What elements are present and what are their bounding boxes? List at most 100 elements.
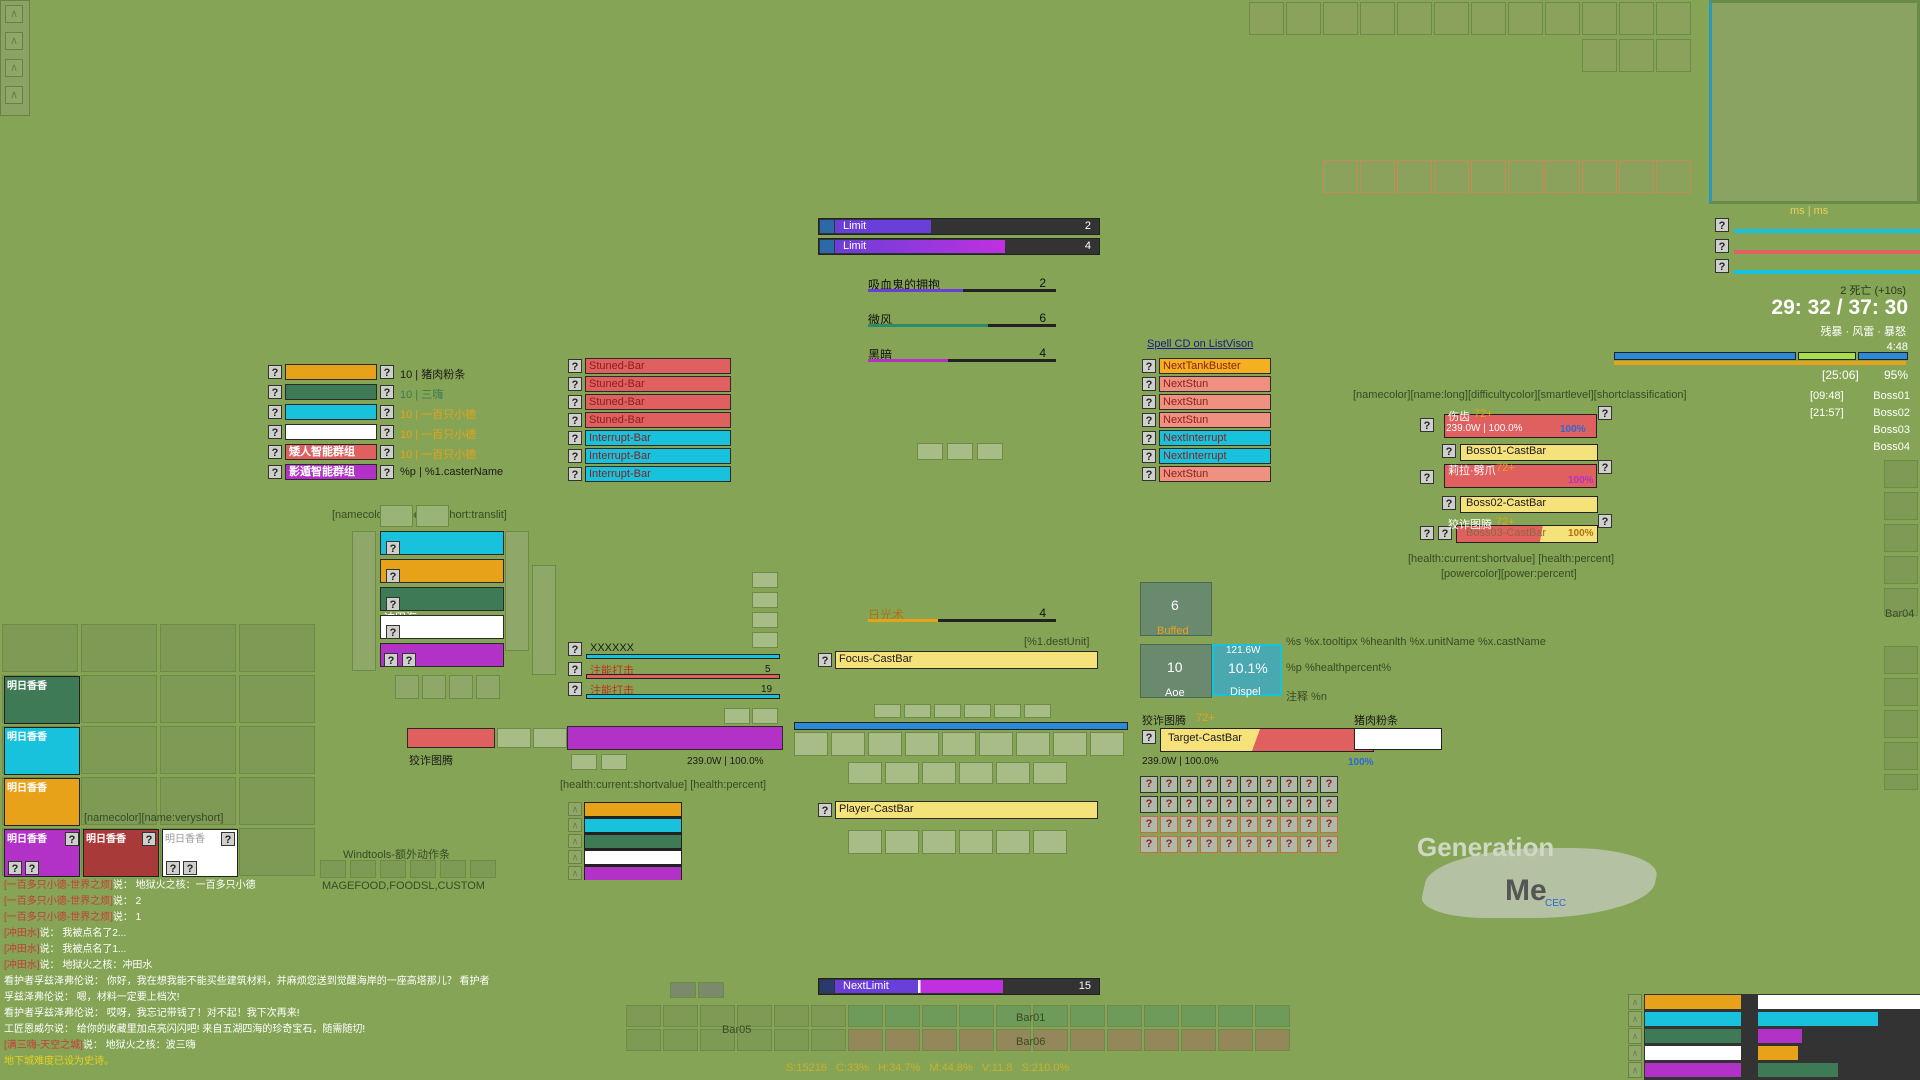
aura-slot[interactable]: ?: [1220, 796, 1238, 813]
action-slot[interactable]: [922, 762, 956, 784]
action-slot[interactable]: [663, 1029, 698, 1051]
q-icon[interactable]: ?: [1442, 496, 1456, 510]
aura-slot[interactable]: ?: [1200, 796, 1218, 813]
aura-slot[interactable]: ?: [1180, 776, 1198, 793]
aura-slot[interactable]: ?: [1280, 836, 1298, 853]
q-icon[interactable]: ?: [183, 861, 197, 875]
action-slot[interactable]: [700, 1029, 735, 1051]
action-slot[interactable]: [934, 704, 961, 718]
q-icon[interactable]: ?: [386, 625, 400, 639]
action-slot[interactable]: [626, 1005, 661, 1027]
aura-slot[interactable]: ?: [1260, 776, 1278, 793]
action-slot[interactable]: [774, 1005, 809, 1027]
action-slot[interactable]: [959, 1029, 994, 1051]
q-icon[interactable]: ?: [1438, 526, 1452, 540]
aura-slot[interactable]: ?: [1260, 836, 1278, 853]
debuff-slot[interactable]: [1508, 160, 1543, 193]
action-slot[interactable]: [885, 1029, 920, 1051]
raid-frame-5[interactable]: 明日香香 ?: [83, 829, 159, 877]
q-icon[interactable]: ?: [1598, 406, 1612, 420]
aura-slot[interactable]: ?: [1160, 816, 1178, 833]
q-icon[interactable]: ?: [268, 465, 282, 479]
action-slot[interactable]: [1024, 704, 1051, 718]
action-slot[interactable]: [964, 704, 991, 718]
menu-btn-1[interactable]: ∧: [5, 5, 23, 23]
action-slot[interactable]: [1033, 762, 1067, 784]
debuff-slot[interactable]: [1397, 160, 1432, 193]
q-icon[interactable]: ?: [268, 445, 282, 459]
aura-slot[interactable]: ?: [1200, 816, 1218, 833]
q-icon[interactable]: ?: [1142, 449, 1156, 463]
q-icon[interactable]: ?: [402, 653, 416, 667]
action-slot[interactable]: [1255, 1005, 1290, 1027]
buff-slot[interactable]: [1545, 2, 1580, 35]
q-icon[interactable]: ?: [568, 395, 582, 409]
q-icon[interactable]: ?: [268, 425, 282, 439]
raid-frame-2[interactable]: 明日香香: [4, 727, 80, 775]
aura-slot[interactable]: ?: [1140, 836, 1158, 853]
chat-channel[interactable]: [冲田水]: [4, 960, 40, 971]
action-slot[interactable]: [885, 762, 919, 784]
q-icon[interactable]: ?: [380, 445, 394, 459]
chat-channel[interactable]: [一百多只小德-世界之烦]: [4, 896, 113, 907]
buff-slot[interactable]: [1619, 39, 1654, 72]
action-slot[interactable]: [1107, 1005, 1142, 1027]
q-icon[interactable]: ?: [1715, 239, 1729, 253]
q-icon[interactable]: ?: [386, 569, 400, 583]
action-slot[interactable]: [922, 1005, 957, 1027]
action-slot[interactable]: [996, 830, 1030, 854]
action-slot[interactable]: [1144, 1029, 1179, 1051]
buff-slot[interactable]: [1582, 39, 1617, 72]
buff-slot[interactable]: [1656, 2, 1691, 35]
action-slot[interactable]: [848, 1029, 883, 1051]
q-icon[interactable]: ?: [384, 653, 398, 667]
action-slot[interactable]: [959, 762, 993, 784]
q-icon[interactable]: ?: [1420, 470, 1434, 484]
action-slot[interactable]: [996, 1029, 1031, 1051]
menu-btn-2[interactable]: ∧: [5, 32, 23, 50]
q-icon[interactable]: ?: [386, 597, 400, 611]
q-icon[interactable]: ?: [1715, 218, 1729, 232]
q-icon[interactable]: ?: [221, 832, 235, 846]
action-slot[interactable]: [942, 732, 976, 756]
action-slot[interactable]: [1107, 1029, 1142, 1051]
aura-slot[interactable]: ?: [1160, 776, 1178, 793]
action-slot[interactable]: [905, 732, 939, 756]
debuff-slot[interactable]: [1656, 160, 1691, 193]
debuff-slot[interactable]: [1545, 160, 1580, 193]
q-icon[interactable]: ?: [1598, 514, 1612, 528]
action-slot[interactable]: [1218, 1005, 1253, 1027]
debuff-slot[interactable]: [1582, 160, 1617, 193]
action-slot[interactable]: [959, 830, 993, 854]
buff-slot[interactable]: [1508, 2, 1543, 35]
chat-channel[interactable]: [一百多只小德-世界之烦]: [4, 912, 113, 923]
q-icon[interactable]: ?: [386, 541, 400, 555]
action-slot[interactable]: [959, 1005, 994, 1027]
debuff-slot[interactable]: [1323, 160, 1358, 193]
chat-channel[interactable]: [冲田水]: [4, 928, 40, 939]
action-slot[interactable]: [811, 1029, 846, 1051]
buff-slot[interactable]: [1656, 39, 1691, 72]
action-slot[interactable]: [874, 704, 901, 718]
raid-frame-4[interactable]: 明日香香 ? ? ?: [4, 829, 80, 877]
action-slot[interactable]: [979, 732, 1013, 756]
aura-slot[interactable]: ?: [1300, 816, 1318, 833]
aura-slot[interactable]: ?: [1280, 816, 1298, 833]
action-slot[interactable]: [848, 762, 882, 784]
q-icon[interactable]: ?: [380, 465, 394, 479]
action-slot[interactable]: [1090, 732, 1124, 756]
q-icon[interactable]: ?: [1142, 431, 1156, 445]
q-icon[interactable]: ?: [268, 405, 282, 419]
action-slot[interactable]: [737, 1005, 772, 1027]
aura-slot[interactable]: ?: [1180, 796, 1198, 813]
raid-frame-1[interactable]: 明日香香: [4, 676, 80, 724]
aura-slot[interactable]: ?: [1200, 776, 1218, 793]
chat-channel[interactable]: [冲田水]: [4, 944, 40, 955]
aura-slot[interactable]: ?: [1320, 776, 1338, 793]
aura-slot[interactable]: ?: [1160, 796, 1178, 813]
aura-slot[interactable]: ?: [1160, 836, 1178, 853]
aura-slot[interactable]: ?: [1180, 836, 1198, 853]
q-icon[interactable]: ?: [568, 359, 582, 373]
action-slot[interactable]: [1070, 1005, 1105, 1027]
minimap[interactable]: [1709, 0, 1920, 204]
